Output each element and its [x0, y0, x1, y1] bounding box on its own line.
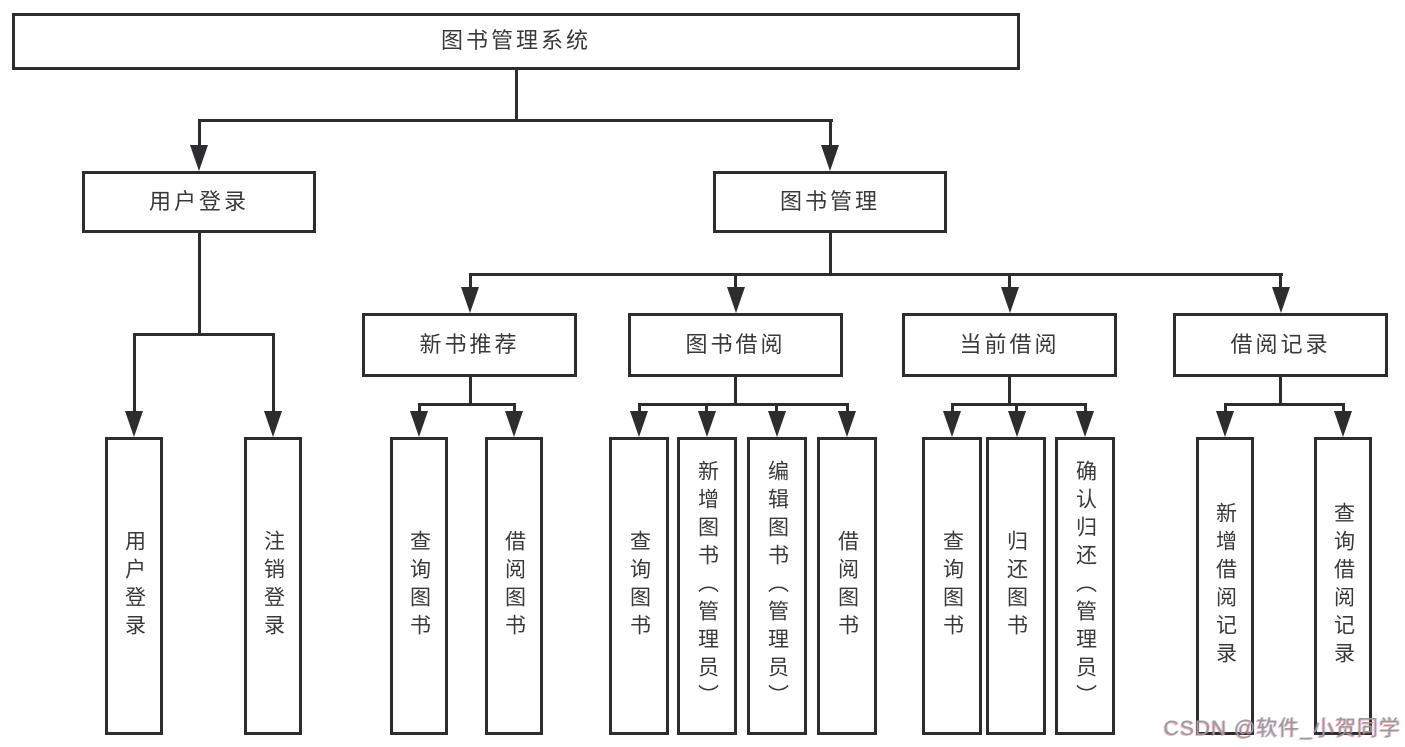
arrow-down-icon — [630, 411, 648, 437]
connector-drop — [1015, 403, 1018, 413]
leaf-query-books-current: 查询图书 — [922, 437, 982, 735]
arrow-down-icon — [125, 411, 143, 437]
connector-drop — [1224, 403, 1227, 413]
node-label: 注销登录 — [261, 530, 285, 642]
node-label: 新增借阅记录 — [1213, 502, 1237, 670]
node-label: 确认归还（管理员） — [1073, 460, 1097, 712]
node-label: 新增图书（管理员） — [695, 460, 719, 712]
leaf-return-books: 归还图书 — [986, 437, 1046, 735]
leaf-edit-books-admin: 编辑图书（管理员） — [747, 437, 807, 735]
node-label: 图书管理系统 — [440, 28, 591, 54]
connector-drop — [272, 333, 275, 413]
connector-mgmt-stem — [829, 233, 832, 275]
connector-drop — [705, 403, 708, 413]
leaf-query-books-borrow: 查询图书 — [609, 437, 669, 735]
node-label: 借阅图书 — [835, 530, 859, 642]
leaf-add-books-admin: 新增图书（管理员） — [677, 437, 737, 735]
arrow-down-icon — [264, 411, 282, 437]
arrow-down-icon — [838, 411, 856, 437]
node-current-borrow: 当前借阅 — [902, 313, 1117, 377]
connector-drop — [846, 403, 849, 413]
node-library-system: 图书管理系统 — [12, 13, 1020, 70]
connector-current-stem — [1008, 377, 1011, 406]
connector-drop — [133, 333, 136, 413]
connector-drop — [418, 403, 421, 413]
csdn-watermark: CSDN @软件_小贺同学 — [1163, 717, 1401, 740]
leaf-confirm-return-admin: 确认归还（管理员） — [1055, 437, 1115, 735]
leaf-query-borrow-record: 查询借阅记录 — [1314, 437, 1372, 735]
connector-newbooks-stem — [469, 377, 472, 406]
connector-drop — [1008, 273, 1011, 289]
connector-drop — [1279, 273, 1282, 289]
connector-borrow-rail — [638, 403, 849, 406]
arrow-down-icon — [698, 411, 716, 437]
node-label: 当前借阅 — [959, 331, 1060, 357]
arrow-down-icon — [1272, 287, 1290, 313]
arrow-down-icon — [1216, 411, 1234, 437]
node-label: 查询借阅记录 — [1331, 502, 1355, 670]
arrow-down-icon — [1334, 411, 1352, 437]
connector-drop — [513, 403, 516, 413]
arrow-down-icon — [768, 411, 786, 437]
connector-newbooks-rail — [418, 403, 516, 406]
arrow-down-icon — [727, 287, 745, 313]
connector-drop — [829, 119, 832, 147]
node-label: 借阅图书 — [502, 530, 526, 642]
arrow-down-icon — [410, 411, 428, 437]
node-borrow-records: 借阅记录 — [1173, 313, 1388, 377]
node-book-management: 图书管理 — [713, 171, 947, 233]
node-label: 查询图书 — [407, 530, 431, 642]
arrow-down-icon — [1076, 411, 1094, 437]
arrow-down-icon — [505, 411, 523, 437]
node-label: 编辑图书（管理员） — [765, 460, 789, 712]
leaf-query-books-recommend: 查询图书 — [390, 437, 448, 735]
connector-drop — [951, 403, 954, 413]
connector-drop — [734, 273, 737, 289]
node-label: 归还图书 — [1004, 530, 1028, 642]
connector-drop — [1084, 403, 1087, 413]
connector-records-stem — [1279, 377, 1282, 406]
arrow-down-icon — [821, 145, 839, 171]
connector-drop — [638, 403, 641, 413]
leaf-user-login: 用户登录 — [105, 437, 163, 735]
node-book-borrow: 图书借阅 — [628, 313, 843, 377]
node-label: 新书推荐 — [419, 331, 520, 357]
node-label: 图书管理 — [779, 188, 880, 214]
arrow-down-icon — [943, 411, 961, 437]
leaf-add-borrow-record: 新增借阅记录 — [1196, 437, 1254, 735]
connector-root-rail — [198, 119, 833, 122]
connector-records-rail — [1224, 403, 1345, 406]
connector-drop — [198, 119, 201, 147]
node-label: 查询图书 — [940, 530, 964, 642]
node-user-login: 用户登录 — [82, 171, 316, 233]
connector-login-rail — [133, 333, 275, 336]
node-new-book-recommend: 新书推荐 — [362, 313, 577, 377]
connector-login-stem — [198, 233, 201, 335]
node-label: 借阅记录 — [1230, 331, 1331, 357]
node-label: 图书借阅 — [685, 331, 786, 357]
connector-drop — [775, 403, 778, 413]
connector-current-rail — [951, 403, 1087, 406]
arrow-down-icon — [190, 145, 208, 171]
connector-root-stem — [515, 70, 518, 119]
arrow-down-icon — [1008, 411, 1026, 437]
connector-borrow-stem — [734, 377, 737, 406]
node-label: 查询图书 — [627, 530, 651, 642]
node-label: 用户登录 — [148, 188, 249, 214]
arrow-down-icon — [461, 287, 479, 313]
leaf-borrow-books: 借阅图书 — [817, 437, 877, 735]
connector-mgmt-rail — [469, 273, 1283, 276]
leaf-logout-login: 注销登录 — [244, 437, 302, 735]
leaf-borrow-books-recommend: 借阅图书 — [485, 437, 543, 735]
node-label: 用户登录 — [122, 530, 146, 642]
connector-drop — [1342, 403, 1345, 413]
connector-drop — [469, 273, 472, 289]
arrow-down-icon — [1001, 287, 1019, 313]
